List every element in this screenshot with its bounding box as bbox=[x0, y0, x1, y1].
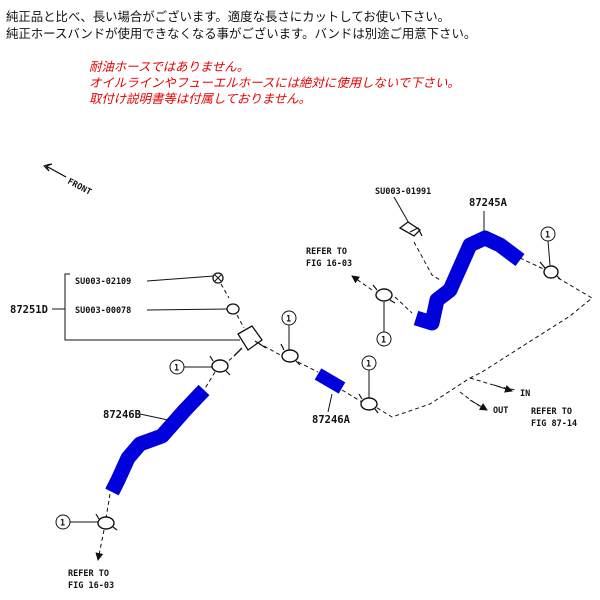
front-label: FRONT bbox=[66, 177, 93, 198]
svg-text:1: 1 bbox=[366, 360, 371, 370]
hose-clamp-left-icon bbox=[209, 355, 231, 376]
in-label: IN bbox=[520, 389, 530, 399]
hose-87246b bbox=[105, 384, 210, 496]
note-line-2: 純正ホースバンドが使用できなくなる事がございます。バンドは別途ご用意下さい。 bbox=[6, 26, 477, 41]
out-label: OUT bbox=[493, 406, 508, 416]
hose-clip-top-icon bbox=[398, 221, 422, 237]
refer-top-line-2: FIG 16-03 bbox=[306, 259, 352, 269]
union-fitting-icon bbox=[233, 325, 267, 357]
bolt-su003-02109-icon bbox=[212, 272, 224, 284]
hose-87246a bbox=[314, 368, 346, 394]
warning-line-2: オイルラインやフューエルホースには絶対に使用しないで下さい。 bbox=[89, 75, 460, 90]
refer-bottom-line-1: REFER TO bbox=[68, 569, 109, 579]
in-arrow-icon bbox=[493, 384, 513, 393]
su003-00078-label: SU003-00078 bbox=[75, 306, 131, 316]
hose-clamp-bottom-icon bbox=[95, 513, 118, 531]
hose-clamp-fitting-icon bbox=[280, 343, 301, 366]
refer-top-arrow-icon bbox=[351, 275, 373, 291]
note-line-1: 純正品と比べ、長い場合がございます。適度な長さにカットしてお使い下さい。 bbox=[6, 9, 451, 24]
part-87251d-bracket bbox=[64, 273, 240, 341]
su003-02109-label: SU003-02109 bbox=[75, 277, 131, 287]
svg-text:1: 1 bbox=[60, 519, 65, 529]
refer-top-line-1: REFER TO bbox=[306, 247, 347, 257]
refer-bottom-arrow-icon bbox=[95, 529, 105, 561]
part-87246a-label: 87246A bbox=[312, 414, 351, 426]
svg-text:1: 1 bbox=[545, 231, 550, 241]
hose-clamp-right-icon bbox=[539, 261, 561, 280]
svg-text:1: 1 bbox=[174, 364, 179, 374]
hose-clamp-mid-icon bbox=[372, 284, 396, 304]
svg-text:1: 1 bbox=[381, 336, 386, 346]
hose-87245a bbox=[413, 230, 525, 331]
part-87246b-label: 87246B bbox=[103, 409, 141, 421]
part-87251d-label: 87251D bbox=[10, 304, 48, 316]
out-arrow-icon bbox=[469, 399, 488, 411]
warning-line-3: 取付け説明書等は付属しておりません。 bbox=[89, 91, 311, 106]
warning-line-1: 耐油ホースではありません。 bbox=[89, 59, 250, 74]
refer-right-line-2: FIG 87-14 bbox=[531, 419, 577, 429]
su003-01991-leader bbox=[393, 196, 411, 226]
washer-su003-00078-icon bbox=[226, 303, 240, 315]
part-87245a-label: 87245A bbox=[469, 197, 508, 209]
refer-bottom-line-2: FIG 16-03 bbox=[68, 581, 114, 591]
refer-right-line-1: REFER TO bbox=[531, 407, 572, 417]
svg-text:1: 1 bbox=[286, 315, 291, 325]
su003-01991-label: SU003-01991 bbox=[375, 187, 431, 197]
front-arrow-icon bbox=[43, 163, 67, 178]
dashed-route-right bbox=[373, 277, 593, 418]
